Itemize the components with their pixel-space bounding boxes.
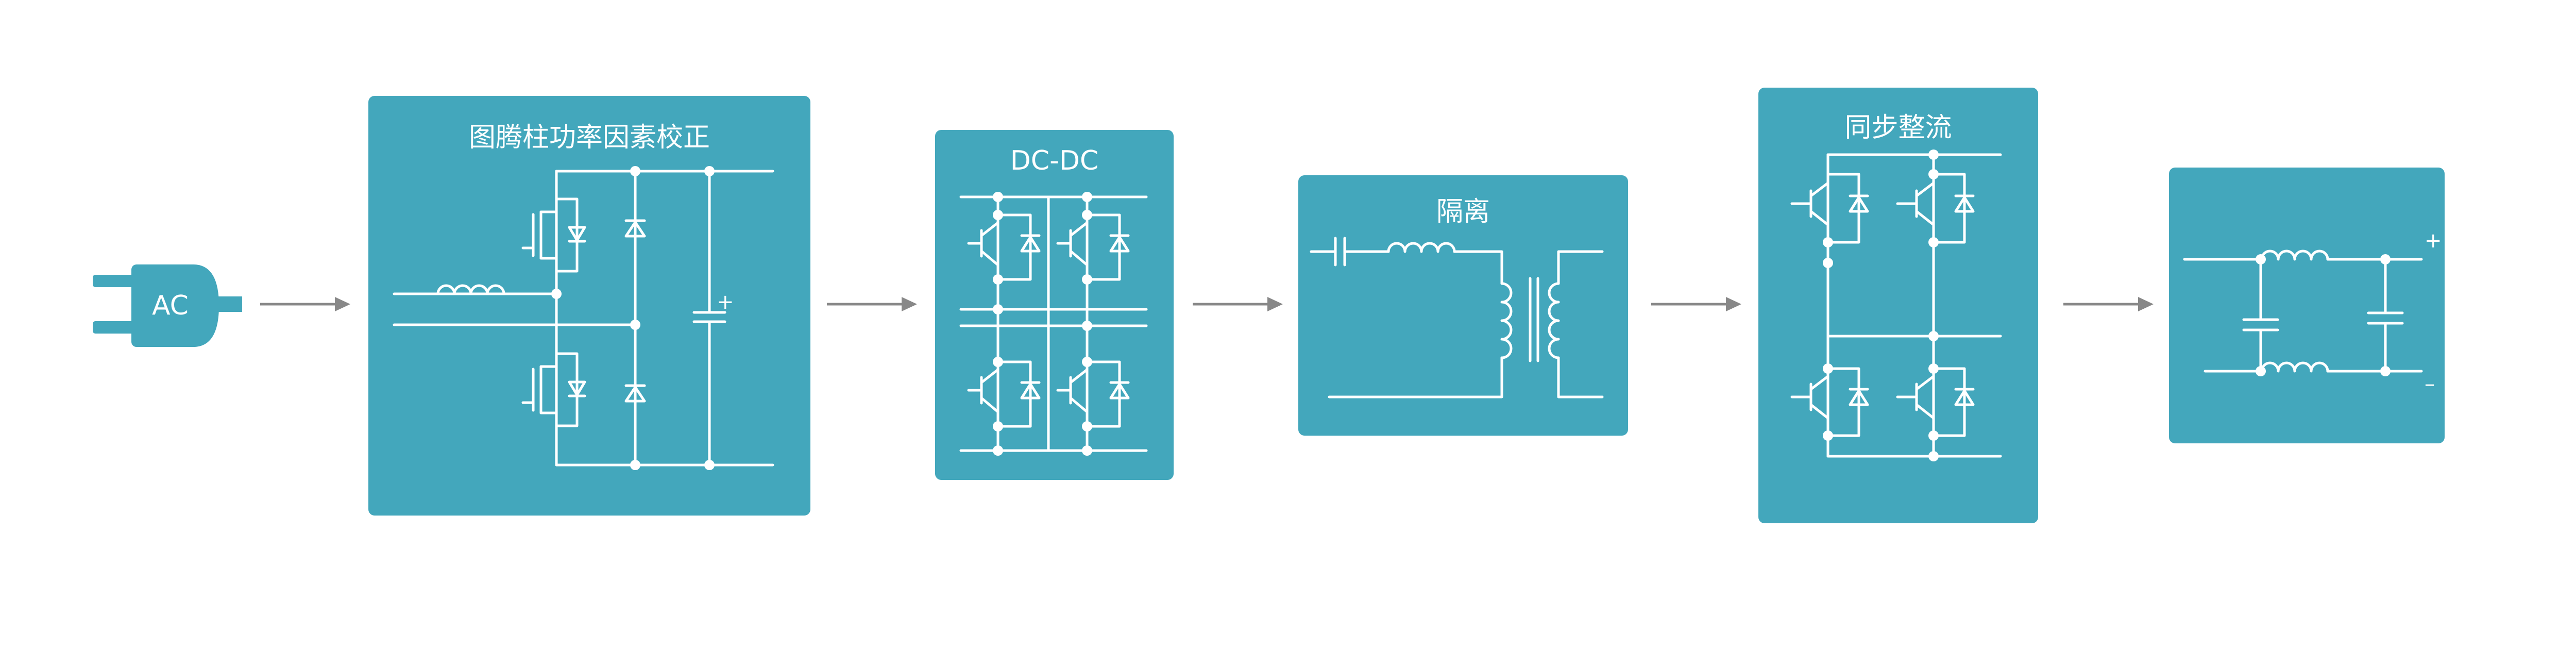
plug-label: AC (152, 290, 189, 321)
output-minus-sign: – (2425, 372, 2435, 396)
sync-rectifier-title: 同步整流 (1844, 112, 1952, 143)
arrow-ac-to-pfc (260, 294, 350, 314)
transformer-circuit-icon (1310, 237, 1604, 399)
sync-rectifier-block: 同步整流 (1758, 88, 2038, 523)
isolation-block: 隔离 (1298, 175, 1628, 436)
power-plug-icon (93, 264, 242, 347)
arrow-pfc-to-dcdc (827, 294, 917, 314)
output-plus-sign: + (2425, 229, 2442, 253)
pfc-block: 图腾柱功率因素校正 (368, 96, 810, 516)
output-filter-block: + – (2169, 168, 2445, 443)
output-filter-circuit-icon (2183, 250, 2423, 376)
arrow-isolation-to-sync (1651, 294, 1741, 314)
arrow-sync-to-filter (2063, 294, 2154, 314)
isolation-title: 隔离 (1436, 196, 1490, 227)
sync-rectifier-circuit-icon (1790, 150, 2002, 461)
pfc-circuit-icon (393, 166, 774, 470)
dcdc-title: DC-DC (1010, 145, 1099, 176)
dcdc-bridge-icon (959, 192, 1148, 456)
dcdc-block: DC-DC (935, 130, 1174, 480)
pfc-capacitor-plus: + (717, 290, 734, 314)
arrow-dcdc-to-isolation (1193, 294, 1283, 314)
pfc-title: 图腾柱功率因素校正 (468, 122, 710, 153)
